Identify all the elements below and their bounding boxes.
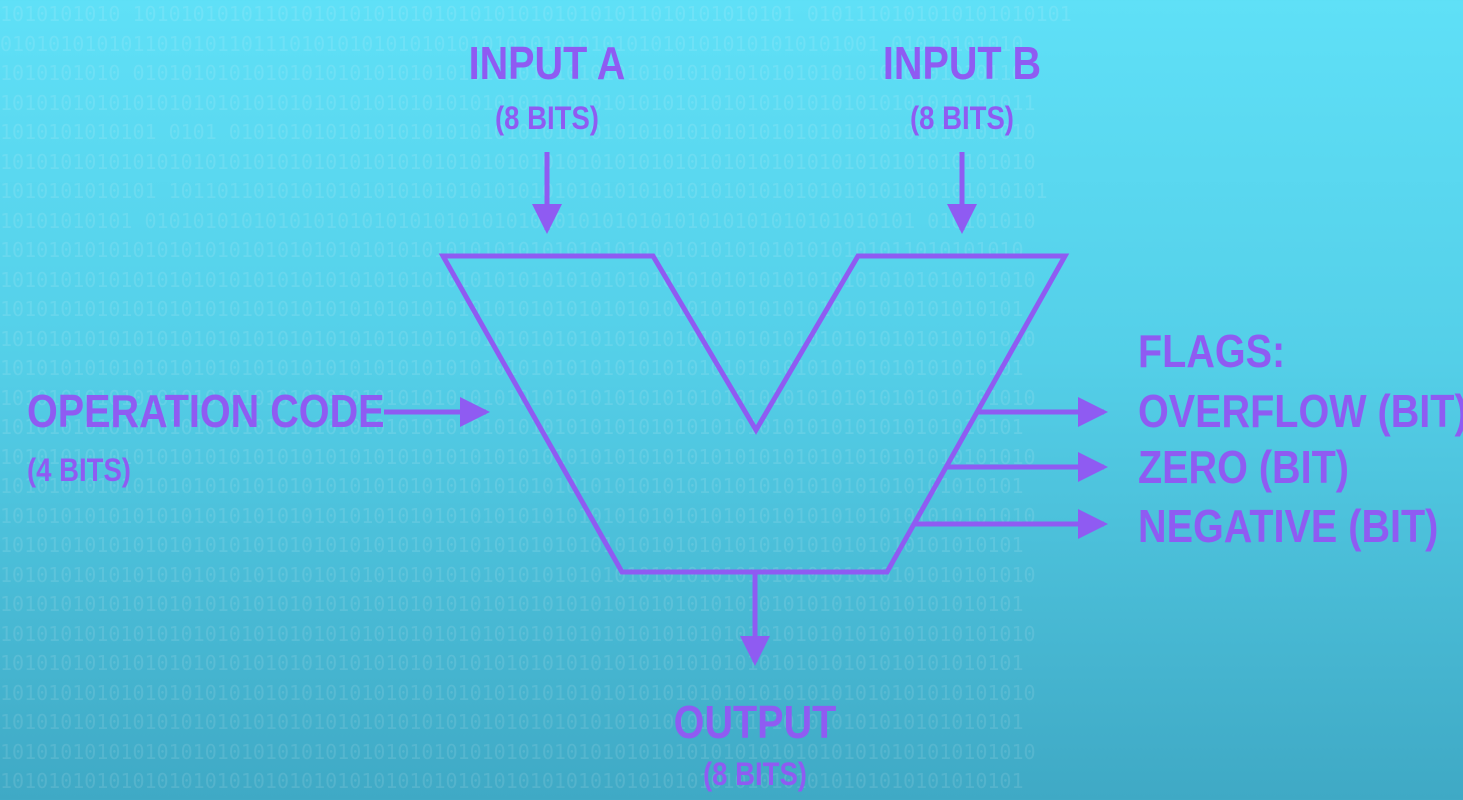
input-b-label: INPUT B: [882, 37, 1042, 89]
operation-code-label: OPERATION CODE: [27, 385, 385, 437]
flag-overflow: OVERFLOW (BIT): [1138, 385, 1463, 437]
output-bits: (8 BITS): [703, 756, 807, 792]
input-a-label: INPUT A: [468, 37, 626, 89]
alu-symbol: [438, 253, 1070, 575]
operation-code-bits: (4 BITS): [27, 452, 131, 488]
input-b-bits: (8 BITS): [910, 100, 1014, 136]
flag-zero: ZERO (BIT): [1138, 441, 1349, 493]
flag-negative: NEGATIVE (BIT): [1138, 500, 1439, 552]
flags-title: FLAGS:: [1138, 325, 1286, 377]
output-label: OUTPUT: [673, 696, 837, 748]
input-a-bits: (8 BITS): [495, 100, 599, 136]
